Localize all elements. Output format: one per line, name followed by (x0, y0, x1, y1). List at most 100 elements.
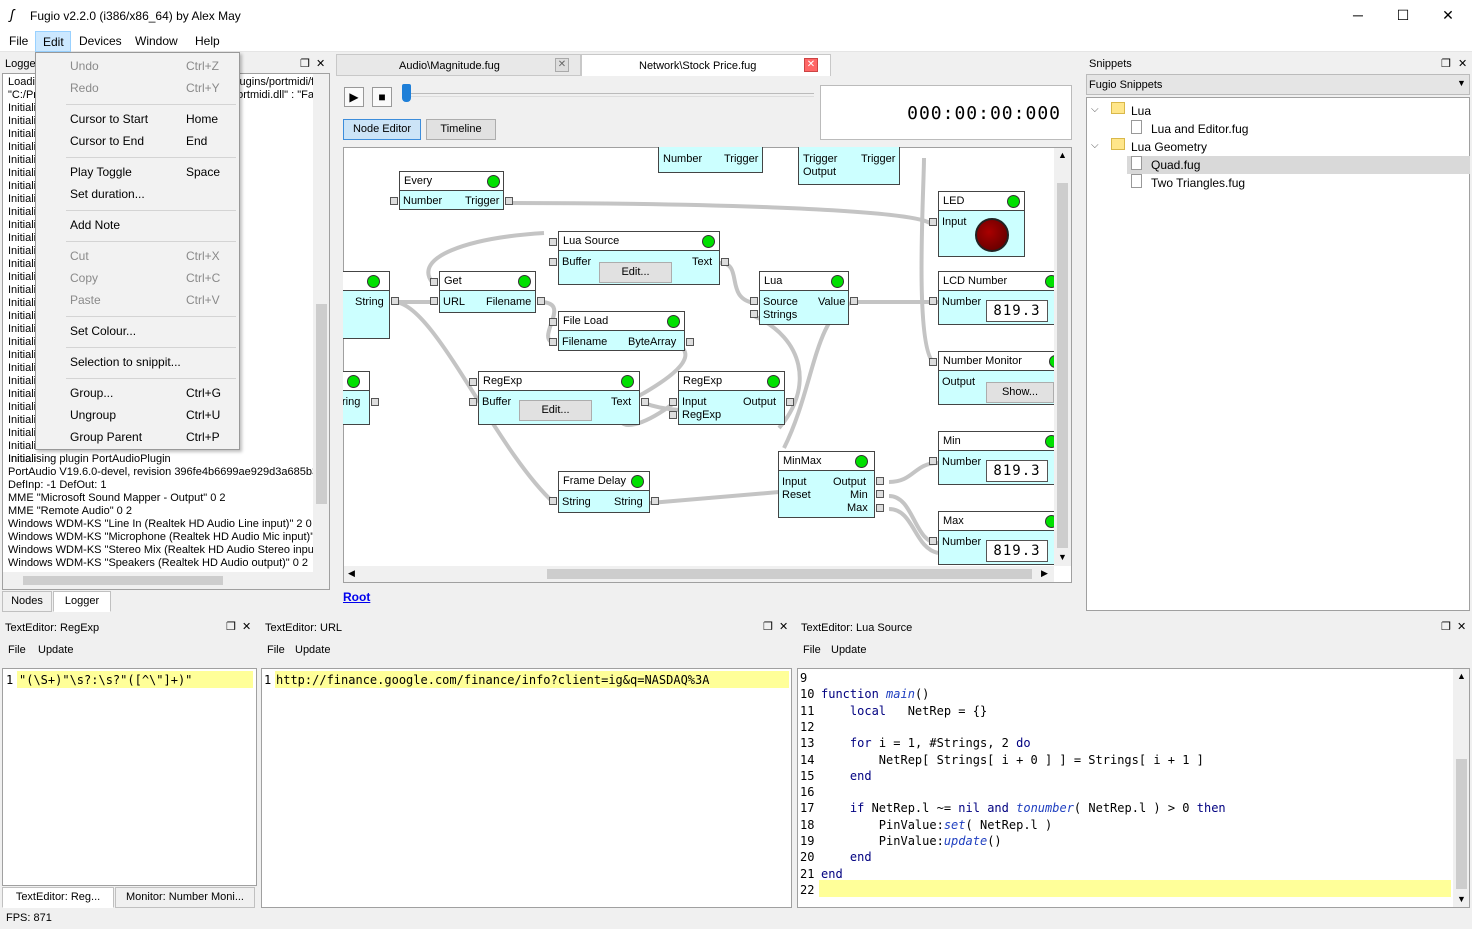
input-port[interactable] (669, 411, 677, 419)
canvas-vscrollbar[interactable]: ▲ ▼ (1054, 148, 1071, 566)
float-icon[interactable]: ❐ (1441, 621, 1451, 633)
node-lua-source[interactable]: Lua Source Buffer Text Edit... (558, 231, 720, 285)
node-editor-button[interactable]: Node Editor (343, 119, 421, 140)
node-led[interactable]: LED Input (938, 191, 1025, 257)
timeline-slider[interactable] (404, 93, 814, 97)
node-get[interactable]: Get URL Filename (439, 271, 536, 313)
float-icon[interactable]: ❐ (1441, 58, 1451, 70)
node-lcd-number[interactable]: LCD Number Number 819.3 (938, 271, 1058, 325)
menu-help[interactable]: Help (195, 34, 220, 48)
output-port[interactable] (876, 477, 884, 485)
node-every[interactable]: Every Number Trigger (399, 171, 504, 210)
tab-logger[interactable]: Logger (53, 591, 111, 612)
tree-item-lua-geometry[interactable]: Lua Geometry (1131, 140, 1208, 154)
node-minmax[interactable]: MinMax Input Reset Output Min Max (778, 451, 875, 518)
tab-nodes[interactable]: Nodes (2, 591, 52, 612)
maximize-button[interactable]: ☐ (1396, 7, 1410, 23)
close-icon[interactable]: ✕ (1458, 58, 1468, 70)
input-port[interactable] (549, 338, 557, 346)
tab-stock-price[interactable]: Network\Stock Price.fug ✕ (581, 54, 831, 76)
breadcrumb-root[interactable]: Root (343, 590, 371, 604)
input-port[interactable] (750, 297, 758, 305)
node-left-ring[interactable]: ring (343, 371, 370, 425)
expand-icon[interactable]: ⌵ (1091, 140, 1099, 151)
output-port[interactable] (371, 398, 379, 406)
input-port[interactable] (929, 297, 937, 305)
node-min[interactable]: Min Number 819.3 (938, 431, 1058, 485)
input-port[interactable] (750, 310, 758, 318)
output-port[interactable] (391, 297, 399, 305)
scroll-left-icon[interactable]: ◀ (348, 568, 355, 578)
output-port[interactable] (641, 398, 649, 406)
input-port[interactable] (549, 318, 557, 326)
timeline-slider-handle[interactable] (402, 84, 411, 102)
float-icon[interactable]: ❐ (763, 621, 773, 633)
menu-update[interactable]: Update (38, 644, 74, 656)
node-left-string[interactable]: String (343, 271, 390, 339)
input-port[interactable] (549, 497, 557, 505)
scroll-down-icon[interactable]: ▼ (1058, 552, 1067, 562)
snippets-combo[interactable]: Fugio Snippets ▼ (1086, 74, 1470, 95)
menu-window[interactable]: Window (135, 34, 178, 48)
minimize-button[interactable]: ─ (1353, 7, 1363, 23)
input-port[interactable] (549, 238, 557, 246)
output-port[interactable] (505, 197, 513, 205)
output-port[interactable] (786, 398, 794, 406)
close-button[interactable]: ✕ (1442, 7, 1454, 23)
tab-monitor-number[interactable]: Monitor: Number Moni... (115, 887, 255, 908)
tree-item-lua[interactable]: Lua (1131, 104, 1152, 118)
tab-audio-magnitude[interactable]: Audio\Magnitude.fug ✕ (336, 54, 581, 76)
timeline-button[interactable]: Timeline (426, 119, 496, 140)
close-icon[interactable]: ✕ (1457, 621, 1467, 633)
scroll-right-icon[interactable]: ▶ (1041, 568, 1048, 578)
url-editor[interactable]: 1 http://finance.google.com/finance/info… (261, 668, 792, 908)
menu-item-group[interactable]: Group...Ctrl+G (70, 386, 222, 400)
close-tab-icon[interactable]: ✕ (804, 58, 818, 72)
menu-update[interactable]: Update (831, 644, 867, 656)
scroll-down-icon[interactable]: ▼ (1457, 894, 1466, 904)
menu-file[interactable]: File (267, 644, 285, 656)
node-regexp-1[interactable]: RegExp Buffer Text Edit... (478, 371, 640, 425)
input-port[interactable] (390, 197, 398, 205)
output-port[interactable] (651, 497, 659, 505)
input-port[interactable] (549, 258, 557, 266)
scroll-up-icon[interactable]: ▲ (1058, 150, 1067, 160)
canvas-hscrollbar[interactable]: ◀ ▶ (344, 566, 1054, 582)
tree-item-quad[interactable]: Quad.fug (1151, 158, 1201, 172)
menu-item-set-duration[interactable]: Set duration... (70, 187, 145, 201)
node-regexp-2[interactable]: RegExp Input RegExp Output (678, 371, 785, 425)
edit-button[interactable]: Edit... (519, 400, 592, 421)
expand-icon[interactable]: ⌵ (1091, 104, 1099, 115)
float-icon[interactable]: ❐ (226, 621, 236, 633)
input-port[interactable] (929, 457, 937, 465)
menu-update[interactable]: Update (295, 644, 331, 656)
show-button[interactable]: Show... (986, 382, 1054, 403)
tab-texteditor-regexp[interactable]: TextEditor: Reg... (2, 887, 114, 908)
menu-edit[interactable]: Edit (35, 31, 71, 52)
menu-file[interactable]: File (803, 644, 821, 656)
menu-item-add-note[interactable]: Add Note (70, 218, 121, 232)
close-tab-icon[interactable]: ✕ (555, 58, 569, 72)
output-port[interactable] (721, 258, 729, 266)
input-port[interactable] (929, 537, 937, 545)
edit-button[interactable]: Edit... (599, 262, 672, 283)
menu-file[interactable]: File (9, 34, 29, 48)
node-lua[interactable]: Lua Source Strings Value (759, 271, 849, 325)
input-port[interactable] (469, 378, 477, 386)
output-port[interactable] (876, 504, 884, 512)
stop-button[interactable]: ■ (372, 87, 392, 107)
node-number-monitor[interactable]: Number Monitor Output Show... (938, 351, 1062, 405)
play-button[interactable]: ▶ (344, 87, 364, 107)
close-icon[interactable]: ✕ (316, 58, 326, 70)
node-file-load[interactable]: File Load Filename ByteArray (558, 311, 685, 351)
node-frame-delay[interactable]: Frame Delay String String (558, 471, 650, 513)
